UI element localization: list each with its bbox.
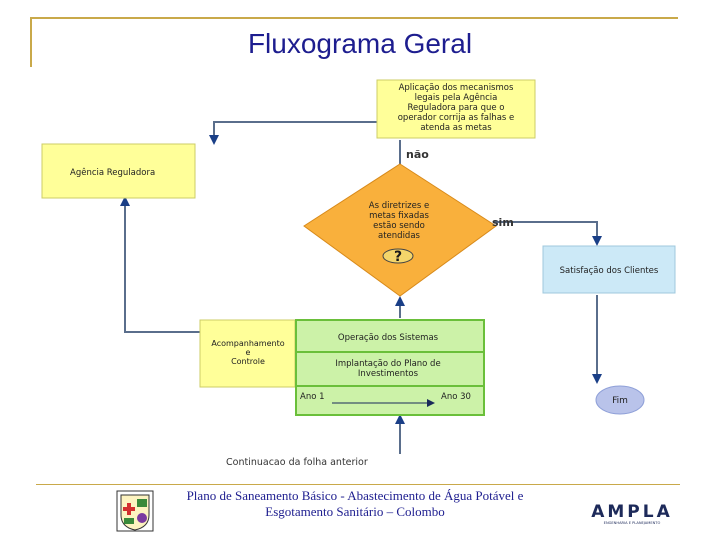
decision-line-1: As diretrizes e <box>369 201 429 211</box>
ampla-logo-svg: AMPLA ENGENHARIA E PLANEJAMENTO <box>591 502 673 525</box>
decision-line-2: metas fixadas <box>369 211 429 221</box>
ampla-logo: AMPLA ENGENHARIA E PLANEJAMENTO <box>578 500 686 526</box>
aplicacao-box: Aplicação dos mecanismos legais pela Agê… <box>376 79 536 139</box>
line-left-loop <box>120 196 200 333</box>
caption-line-1: Plano de Saneamento Básico - Abastecimen… <box>186 488 524 503</box>
bottom-rule <box>36 484 680 485</box>
decision-diamond: As diretrizes e metas fixadas estão send… <box>303 163 497 297</box>
decision-line-4: atendidas <box>378 231 421 241</box>
ano30-label: Ano 30 <box>441 392 471 402</box>
operacao-group: Operação dos Sistemas Implantação do Pla… <box>295 319 485 416</box>
fim-label: Fim <box>612 396 628 406</box>
aplicacao-line-2: legais pela Agência <box>415 92 498 103</box>
line-sim-to-satisfacao <box>494 221 602 246</box>
agencia-label: Agência Reguladora <box>70 167 155 178</box>
satisfacao-label: Satisfação dos Clientes <box>560 266 659 276</box>
sim-label: sim <box>492 216 514 229</box>
top-rule <box>30 17 678 19</box>
aplicacao-line-5: atenda as metas <box>420 123 492 133</box>
aplicacao-line-1: Aplicação dos mecanismos <box>399 83 514 93</box>
satisfacao-box: Satisfação dos Clientes <box>542 245 676 294</box>
implantacao-line-2: Investimentos <box>358 369 419 379</box>
implantacao-line-1: Implantação do Plano de <box>335 359 440 369</box>
nao-label: não <box>406 148 429 161</box>
municipal-crest-logo <box>116 490 154 532</box>
acompanhamento-line-2: e <box>246 348 251 357</box>
fim-node: Fim <box>595 385 645 415</box>
decision-line-3: estão sendo <box>373 221 425 231</box>
question-mark-icon: ? <box>382 248 414 265</box>
ampla-logo-subtext: ENGENHARIA E PLANEJAMENTO <box>604 521 661 525</box>
slide-caption: Plano de Saneamento Básico - Abastecimen… <box>150 488 560 520</box>
acompanhamento-line-3: Controle <box>231 357 265 366</box>
slide-title: Fluxograma Geral <box>247 28 473 59</box>
operacao-label: Operação dos Sistemas <box>338 333 439 343</box>
ano1-label: Ano 1 <box>300 392 325 402</box>
continuacao-label: Continuacao da folha anterior <box>226 457 368 468</box>
aplicacao-line-4: operador corrija as falhas e <box>398 113 515 123</box>
flowchart: Aplicação dos mecanismos legais pela Agê… <box>36 76 680 476</box>
agencia-box: Agência Reguladora <box>41 143 196 199</box>
acompanhamento-box: Acompanhamento e Controle <box>199 319 296 388</box>
ampla-logo-text: AMPLA <box>591 502 673 522</box>
caption-line-2: Esgotamento Sanitário – Colombo <box>265 504 445 519</box>
left-rule <box>30 17 32 67</box>
crest-icon <box>116 490 154 532</box>
acompanhamento-line-1: Acompanhamento <box>211 339 284 348</box>
flowchart-svg: Aplicação dos mecanismos legais pela Agê… <box>41 79 676 468</box>
line-aplicacao-to-agencia <box>209 121 377 145</box>
aplicacao-line-3: Reguladora para que o <box>407 103 504 113</box>
decision-symbol: ? <box>394 249 402 265</box>
